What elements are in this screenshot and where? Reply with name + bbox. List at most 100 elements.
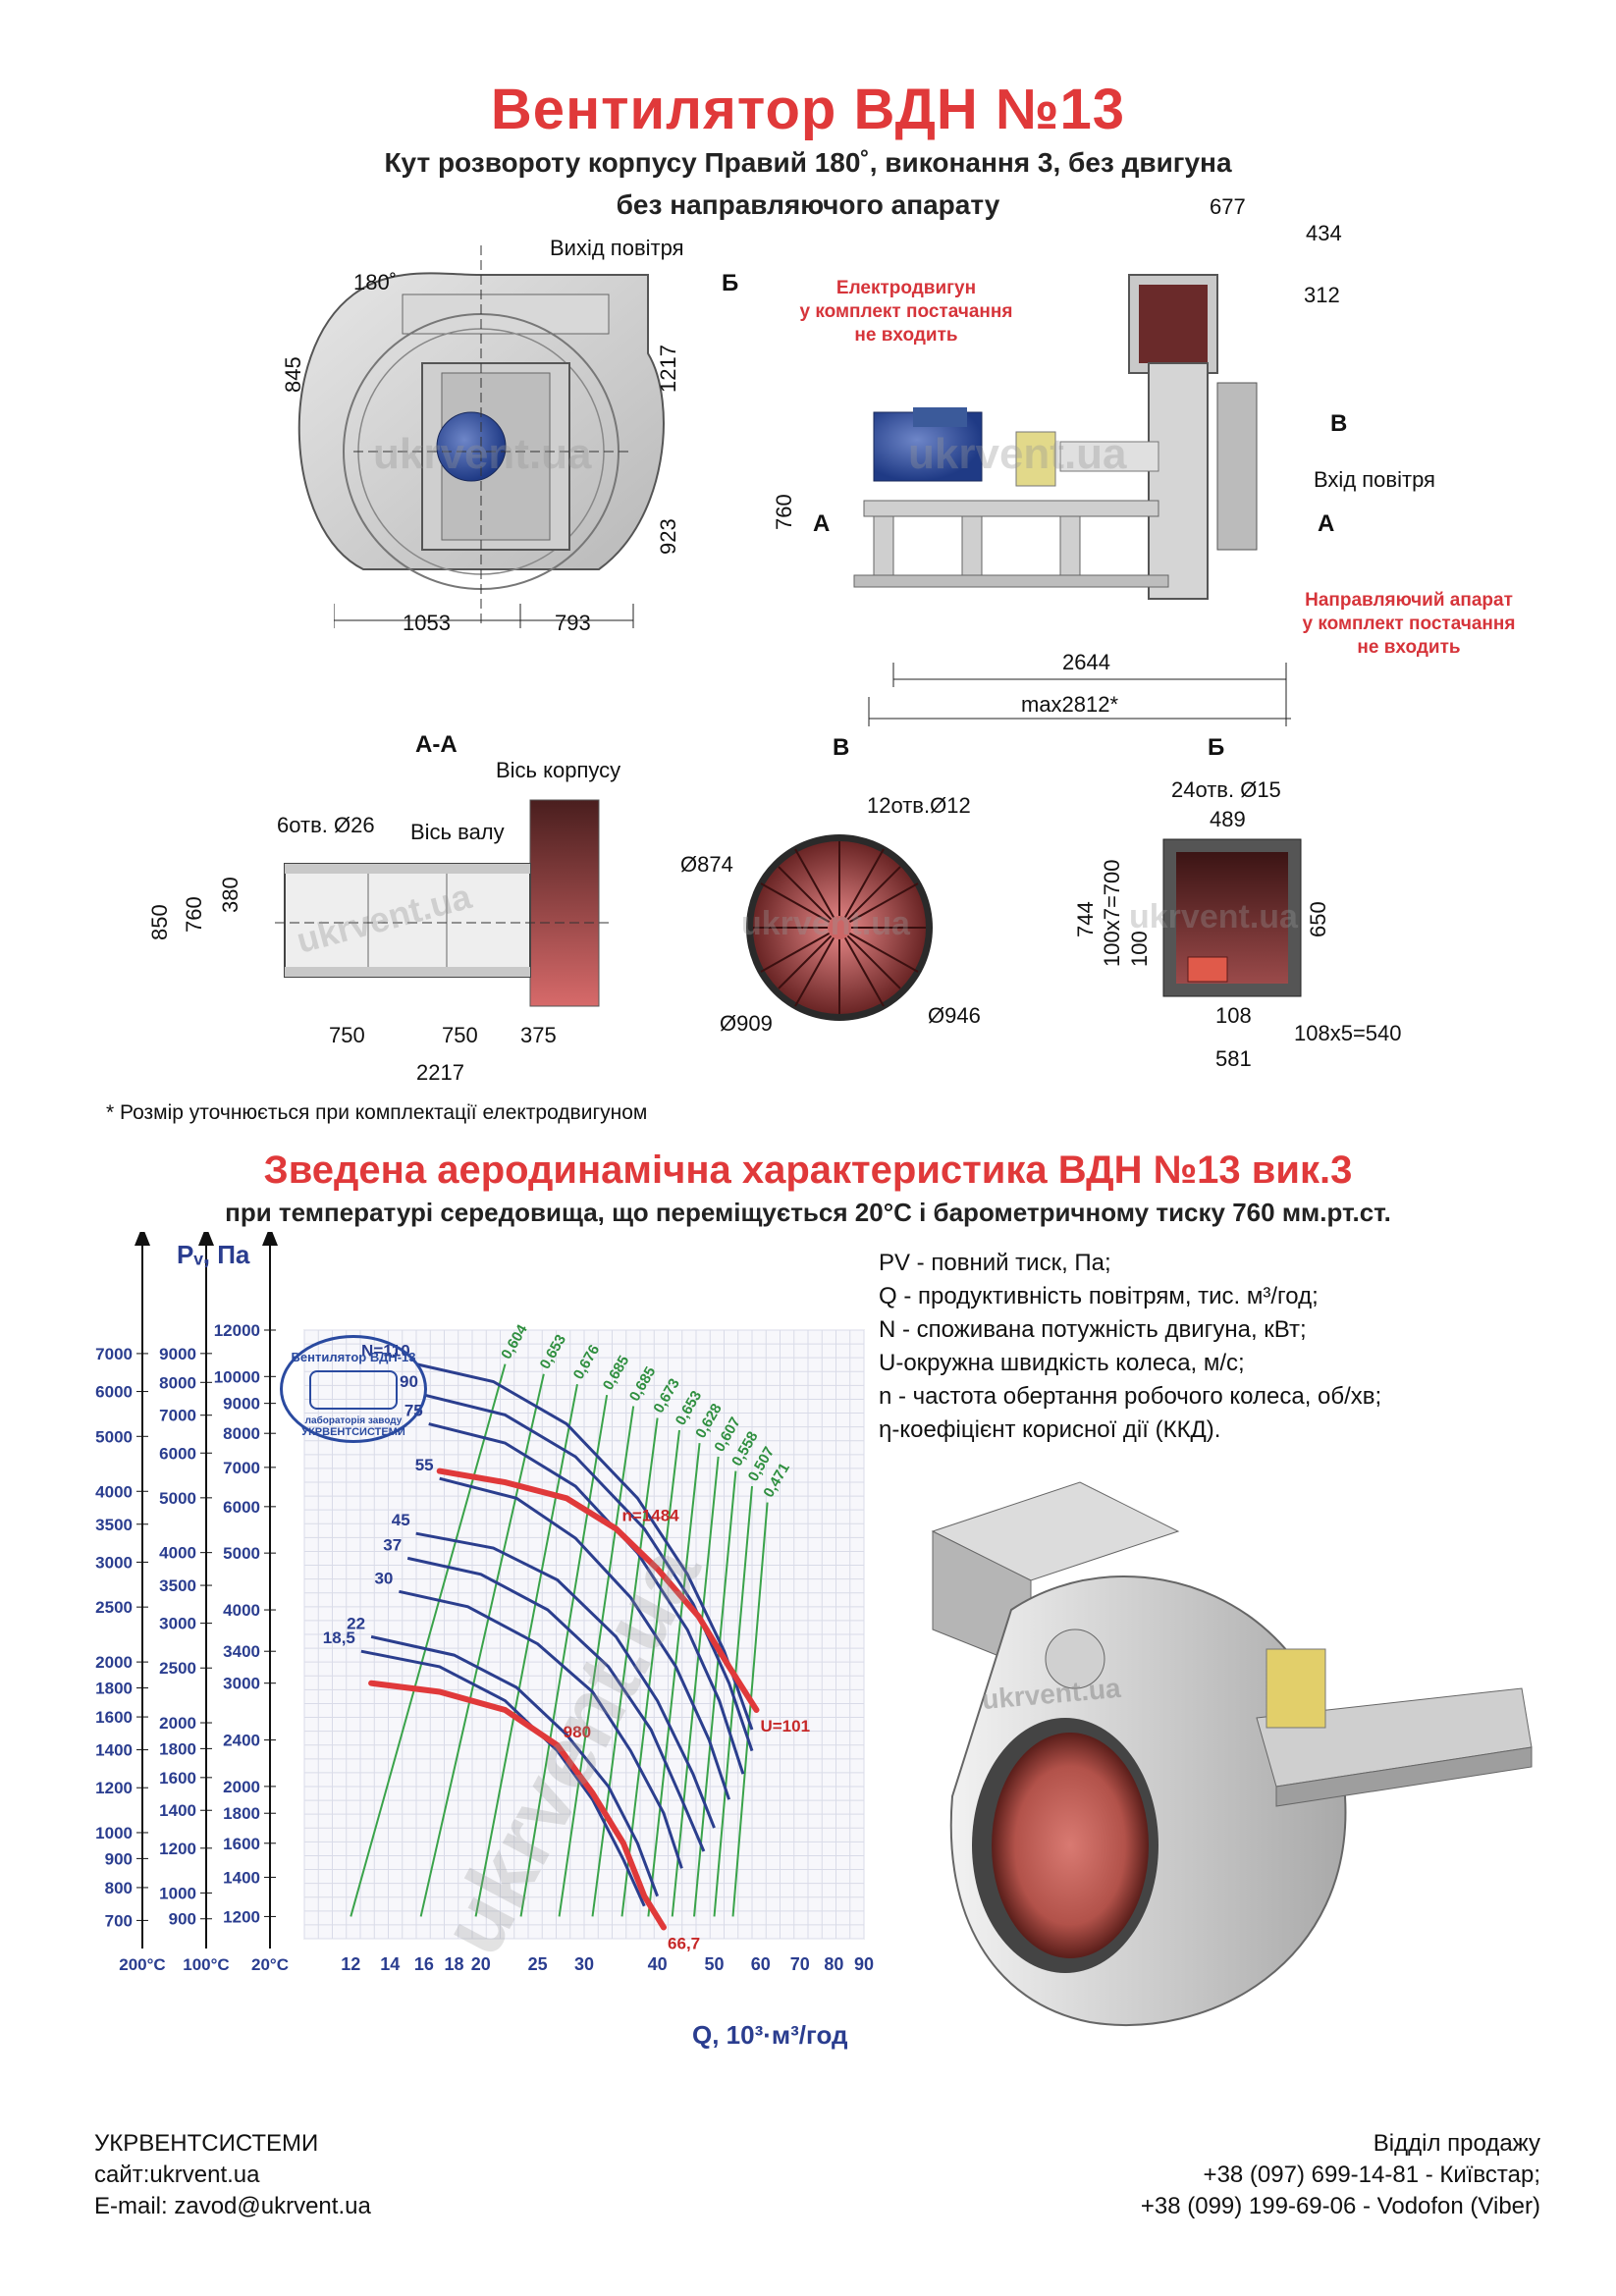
y-tick-label: 3500 [159,1576,196,1595]
dim-1217: 1217 [656,345,680,393]
y-tick-label: 1200 [223,1907,260,1926]
legend-item: U-окружна швидкість колеса, м/с; [879,1350,1245,1376]
x-tick-label: 30 [574,1954,594,1974]
dim-750-b: 750 [442,1023,478,1047]
stamp-top: Вентилятор ВДН-13 [291,1350,416,1364]
y-tick-label: 12000 [214,1321,260,1340]
dim-1053: 1053 [403,611,451,635]
power-curve [439,1476,731,1800]
motor-note-line: у комплект постачання [799,301,1013,322]
dim-108x5: 108x5=540 [1294,1021,1402,1045]
guide-note-line: Направляючий апарат [1305,590,1513,611]
x-tick-label: 80 [824,1954,843,1974]
x-tick-label: 25 [528,1954,548,1974]
dim-d909: Ø909 [720,1011,773,1036]
operating-curve-end-label: 66,7 [668,1934,700,1952]
power-curve-label: 37 [383,1535,402,1554]
company-email[interactable]: E-mail: zavod@ukrvent.ua [94,2193,371,2219]
y-tick-label: 8000 [159,1373,196,1392]
power-curve [399,1589,683,1869]
y-tick-label: 1600 [159,1769,196,1788]
dim-793: 793 [555,611,591,635]
page-subtitle: Кут розвороту корпусу Правий 180˚, викон… [384,147,1232,178]
power-curve-label: 22 [347,1614,365,1632]
operating-curve [436,1468,760,1713]
y-tick-label: 5000 [223,1544,260,1563]
air-inlet-label: Вхід повітря [1314,467,1435,492]
y-tick-label: 1800 [159,1739,196,1758]
y-axis-arrow [135,1232,150,1246]
legend-item: η-коефіцієнт корисної дії (ККД). [879,1416,1221,1443]
dim-d874: Ø874 [680,852,733,877]
x-tick-label: 20 [471,1954,491,1974]
y-tick-label: 6000 [159,1444,196,1463]
dim-845: 845 [281,356,305,393]
footer-left: УКРВЕНТСИСТЕМИ сайт:ukrvent.ua E-mail: z… [94,2128,371,2222]
stamp-mid: лабораторія заводу [304,1415,403,1426]
efficiency-line [419,1373,545,1917]
dim-380: 380 [218,877,242,913]
power-curve [423,1393,754,1752]
efficiency-line [713,1485,754,1917]
y-tick-label: 2000 [95,1653,133,1672]
y-tick-label: 1600 [223,1835,260,1853]
y-tick-label: 4000 [223,1601,260,1620]
footnote: * Розмір уточнюється при комплектації ел… [106,1101,648,1124]
x-tick-label: 40 [648,1954,668,1974]
phone-vodafone[interactable]: +38 (099) 199-69-06 - Vodofon (Viber) [1140,2193,1540,2219]
watermark-front: ukrvent.ua [373,430,592,478]
y-tick-label: 2000 [223,1778,260,1796]
dim-489: 489 [1210,807,1246,831]
efficiency-line [350,1363,507,1917]
front-dim-lines [334,604,634,628]
dim-923: 923 [656,518,680,555]
company-site[interactable]: сайт:ukrvent.ua [94,2162,260,2188]
y-tick-label: 2000 [159,1714,196,1733]
power-curve-label: 45 [392,1511,410,1529]
efficiency-line [731,1502,769,1917]
chart-legend: PV - повний тиск, Па; Q - продуктивність… [879,1247,1381,1447]
operating-curve-label: 980 [564,1723,591,1741]
view-b-title: Б [1208,734,1225,761]
y-axis-header: 20°С [251,1955,289,1974]
y-tick-label: 1800 [95,1680,133,1698]
x-tick-label: 18 [444,1954,463,1974]
x-tick-label: 14 [380,1954,400,1974]
holes-24-label: 24отв. Ø15 [1171,777,1281,802]
x-tick-label: 50 [705,1954,725,1974]
y-tick-label: 900 [169,1910,196,1929]
page-title: Вентилятор ВДН №13 [490,78,1126,141]
chart-x-label: Q, 10³·м³/год [692,2020,848,2050]
y-tick-label: 1000 [159,1884,196,1902]
section-b-marker: Б [722,270,739,296]
y-tick-label: 3000 [159,1615,196,1633]
section-a-marker-right: А [1318,510,1335,537]
efficiency-line [474,1384,578,1917]
angle-label: 180˚ [353,270,398,294]
y-tick-label: 3500 [95,1516,133,1534]
power-curve [370,1634,660,1897]
dim-750-a: 750 [329,1023,365,1047]
y-tick-label: 1200 [159,1840,196,1858]
y-tick-label: 1600 [95,1708,133,1727]
legend-item: N - споживана потужність двигуна, кВт; [879,1316,1307,1343]
y-tick-label: 9000 [159,1345,196,1363]
dim-108: 108 [1215,1003,1252,1028]
efficiency-line [591,1417,659,1917]
y-tick-label: 1400 [159,1801,196,1820]
efficiency-line [671,1456,720,1917]
x-tick-label: 12 [341,1954,360,1974]
dim-d946: Ø946 [928,1003,981,1028]
section-aa-title: А-А [415,731,458,758]
y-tick-label: 2500 [159,1659,196,1678]
section-a-marker-left: А [813,510,831,537]
guide-note-line: у комплект постачання [1302,614,1516,634]
efficiency-line [647,1443,701,1917]
phone-kyivstar[interactable]: +38 (097) 699-14-81 - Київстар; [1203,2162,1540,2188]
page-subtitle-2: без направляючого апарату [616,189,1000,220]
y-tick-label: 3000 [223,1675,260,1693]
guide-note-line: не входить [1357,637,1461,658]
efficiency-line [519,1394,609,1917]
dim-677: 677 [1210,194,1246,219]
legend-item: n - частота обертання робочого колеса, о… [879,1383,1382,1410]
